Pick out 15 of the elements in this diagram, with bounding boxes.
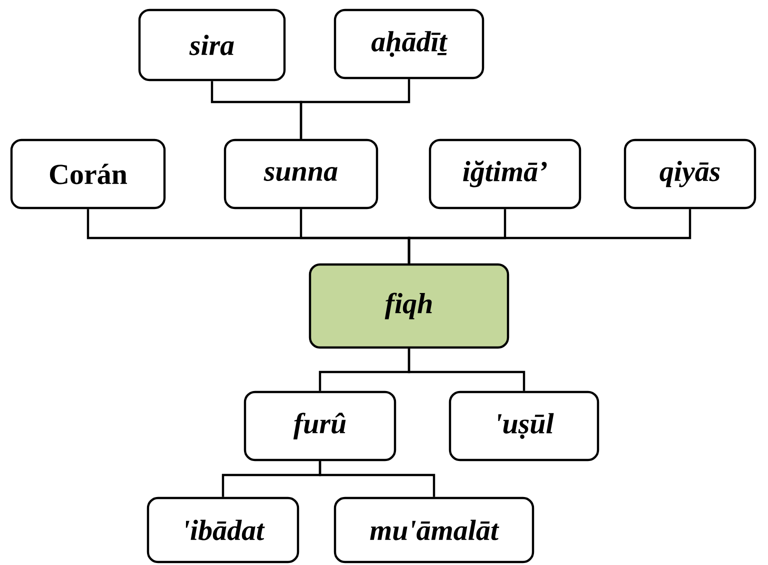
- term-box: furû: [244, 390, 396, 462]
- term-box: Corán: [10, 138, 166, 210]
- term-box: sira: [138, 8, 286, 82]
- term-box: sunna: [224, 138, 378, 210]
- term-box: mu'āmalāt: [334, 496, 534, 564]
- term-box: iğtimā’: [428, 138, 582, 210]
- connector-line: [300, 79, 410, 139]
- connector-line: [408, 348, 526, 391]
- term-box: aḥādīṯ: [334, 8, 484, 80]
- connector-line: [318, 461, 436, 497]
- term-box: qiyās: [624, 138, 756, 210]
- central-box: fiqh: [308, 263, 510, 349]
- term-box: 'ibādat: [146, 496, 300, 564]
- term-box: 'uṣūl: [448, 390, 600, 462]
- connector-line: [408, 209, 692, 264]
